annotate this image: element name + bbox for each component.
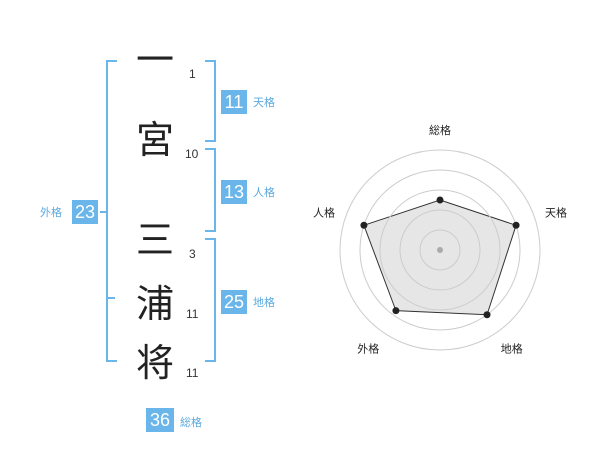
radar-axis-label-3: 地格	[501, 342, 523, 356]
stroke-count-1: 1	[189, 67, 196, 81]
radar-axis-label-5: 人格	[313, 205, 335, 219]
radar-ring-2	[399, 209, 481, 291]
radar-point-1	[436, 196, 444, 204]
gaikaku-bracket	[106, 60, 117, 362]
name-char-1: 一	[135, 38, 174, 82]
radar-point-2	[512, 221, 520, 229]
chikaku-value-badge: 25	[221, 290, 247, 314]
name-char-4: 浦	[135, 282, 174, 326]
radar-ring-4	[359, 169, 521, 331]
jinkaku-label: 人格	[253, 186, 275, 199]
gaikaku-value-badge: 23	[72, 200, 98, 224]
soukaku-value-badge: 36	[146, 408, 174, 432]
radar-ring-1	[419, 229, 461, 271]
radar-center-dot	[437, 247, 443, 253]
stroke-count-2: 10	[185, 147, 199, 161]
stroke-count-5: 11	[186, 366, 199, 380]
gaikaku-label: 外格	[40, 206, 62, 219]
chikaku-bracket	[205, 238, 216, 362]
tenkaku-label: 天格	[253, 96, 275, 109]
radar-axis-label-1: 総格	[429, 123, 451, 137]
tenkaku-bracket	[205, 60, 216, 142]
radar-axis-label-4: 外格	[357, 342, 379, 356]
chikaku-label: 地格	[253, 296, 275, 309]
radar-axis-label-2: 天格	[545, 205, 567, 219]
name-char-5: 将	[135, 341, 174, 385]
radar-point-5	[360, 221, 368, 229]
radar-data-polygon	[363, 199, 517, 316]
stroke-count-4: 11	[186, 307, 199, 321]
radar-point-4	[392, 307, 400, 315]
gaikaku-bracket-divider	[106, 297, 115, 299]
name-char-3: 三	[135, 218, 174, 262]
jinkaku-bracket	[205, 148, 216, 232]
soukaku-label: 総格	[180, 416, 202, 429]
radar-point-3	[483, 311, 491, 319]
stroke-count-3: 3	[189, 247, 196, 261]
name-char-2: 宮	[135, 118, 174, 162]
gaikaku-connector	[100, 211, 106, 213]
radar-ring-3	[379, 189, 501, 311]
tenkaku-value-badge: 11	[221, 90, 247, 114]
jinkaku-value-badge: 13	[221, 180, 247, 204]
